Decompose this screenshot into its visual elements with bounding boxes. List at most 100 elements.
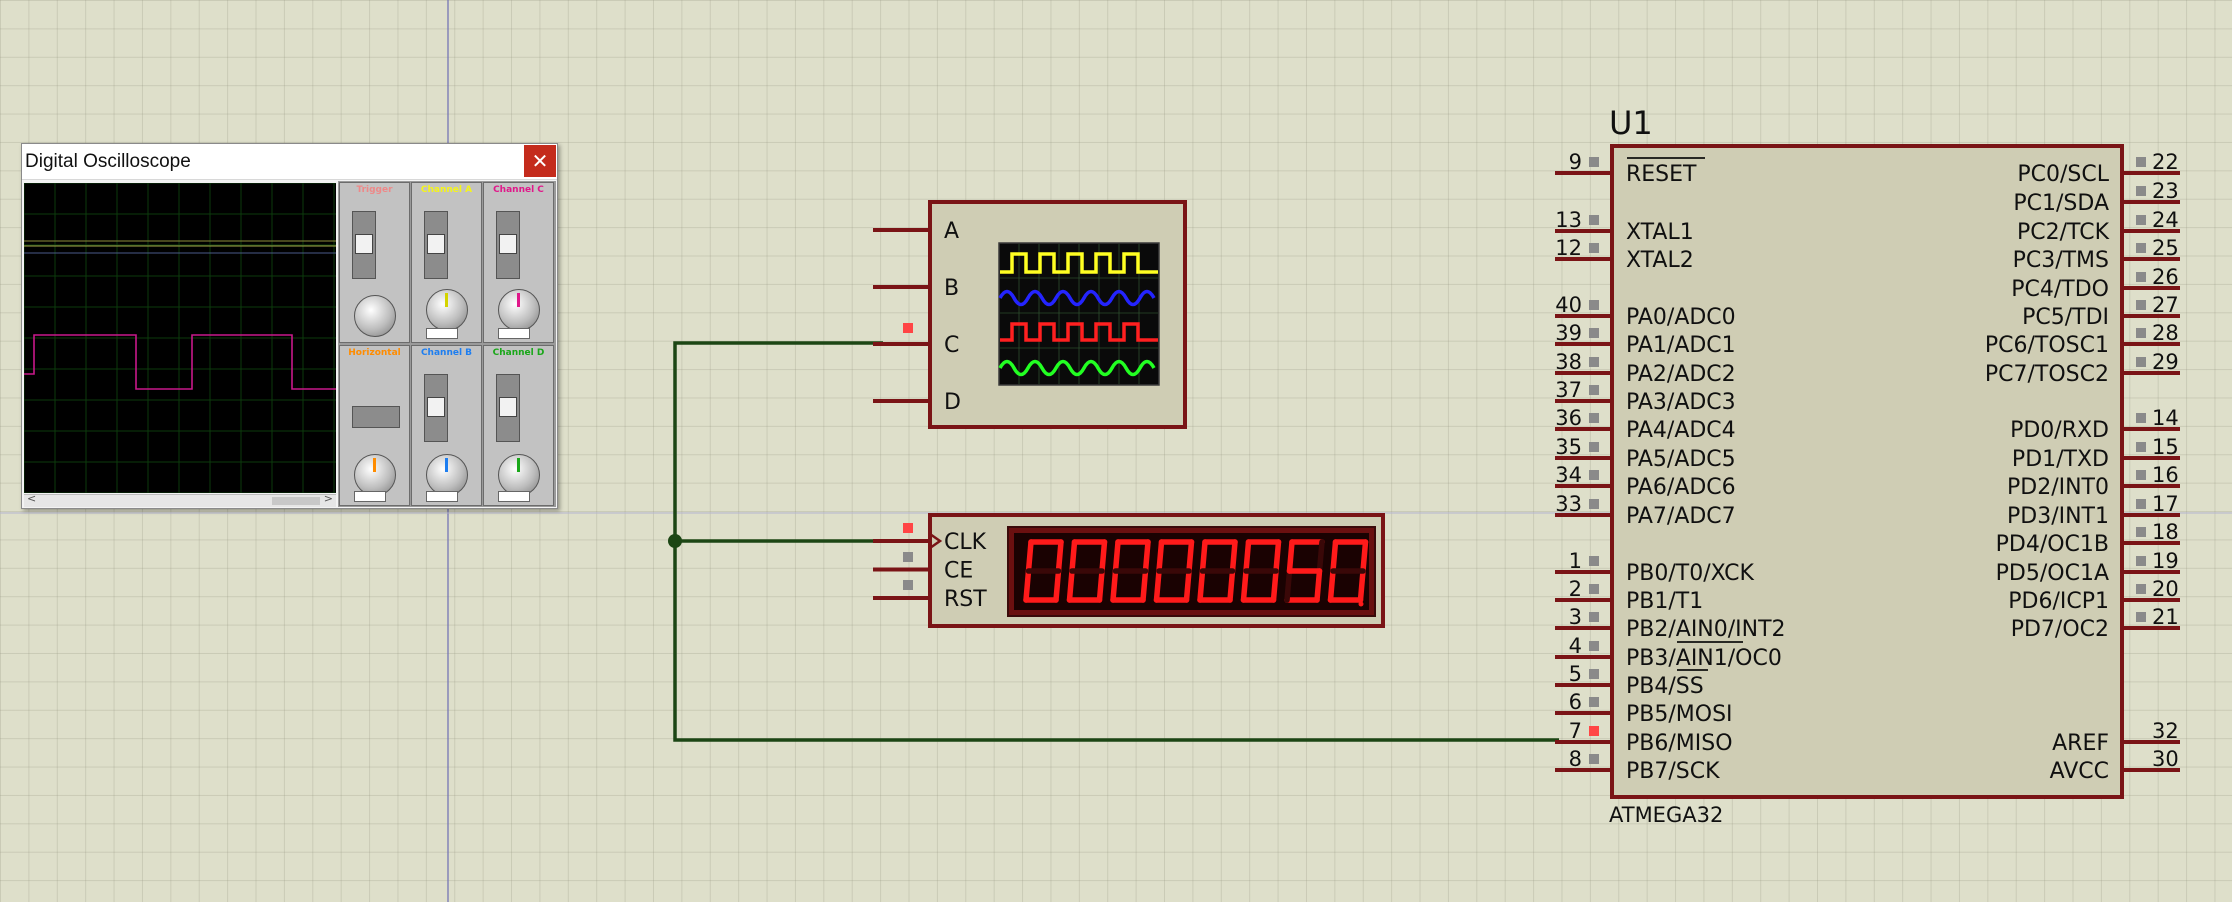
mcu-pin-state: [2136, 556, 2146, 566]
mcu-pin-number: 20: [2152, 577, 2179, 601]
mcu-pin-state: [2136, 612, 2146, 622]
segment-c: [1227, 568, 1236, 603]
mcu-pin-state: [2136, 470, 2146, 480]
channel-d-readout: [498, 491, 530, 502]
mcu-pin-label: PC3/TMS: [2013, 248, 2109, 273]
mcu-pin-state: [1589, 612, 1599, 622]
mcu-pin-state: [2136, 328, 2146, 338]
mcu-pin-label: PD5/OC1A: [1996, 561, 2109, 586]
channel-d-knob[interactable]: [498, 454, 540, 496]
mcu-pin-number: 38: [1555, 350, 1582, 374]
segment-e: [1066, 568, 1075, 603]
oscilloscope-control-panel: Trigger Channel A Channel C Horizontal C…: [338, 181, 556, 507]
scroll-right-icon[interactable]: >: [323, 492, 333, 505]
mcu-pin-state: [1589, 669, 1599, 679]
channel-a-position-slider[interactable]: [424, 211, 448, 279]
mcu-pin-state: [2136, 215, 2146, 225]
segment-f: [1069, 539, 1078, 574]
mcu-pin-label: PC2/TCK: [2017, 220, 2110, 245]
channel-a-label: Channel A: [420, 185, 473, 195]
mcu-body[interactable]: [1610, 144, 2124, 799]
mcu-pin-number: 25: [2152, 236, 2179, 260]
segment-e: [1327, 568, 1336, 603]
mcu-pin-label: PB3/AIN1/OC0: [1626, 646, 1782, 671]
horizontal-position-slider[interactable]: [352, 406, 400, 428]
segment-b: [1055, 539, 1064, 574]
mcu-pin-state: [1589, 328, 1599, 338]
mcu-pin-number: 27: [2152, 293, 2179, 317]
channel-a-readout: [426, 328, 458, 339]
channel-b-knob[interactable]: [426, 454, 468, 496]
mcu-pin-label: PA5/ADC5: [1626, 447, 1736, 472]
channel-c-knob[interactable]: [498, 289, 540, 331]
counter-pin-label: RST: [944, 587, 987, 612]
mcu-pin-label: PA7/ADC7: [1626, 504, 1736, 529]
segment-b: [1273, 539, 1282, 574]
pin-state-c: [903, 323, 913, 333]
channel-b-readout: [426, 491, 458, 502]
mcu-pin-number: 35: [1555, 435, 1582, 459]
mcu-pin-number: 21: [2152, 605, 2179, 629]
channel-b-label: Channel B: [420, 348, 473, 358]
mcu-pin-state: [2136, 300, 2146, 310]
segment-e: [1197, 568, 1206, 603]
counter-digit: [1327, 539, 1369, 603]
mcu-pin-state: [1589, 556, 1599, 566]
segment-e: [1240, 568, 1249, 603]
horizontal-label: Horizontal: [348, 348, 401, 358]
counter-digit: [1066, 539, 1108, 603]
close-button[interactable]: ✕: [524, 145, 556, 177]
mcu-pin-label: AVCC: [2050, 759, 2109, 784]
oscilloscope-scrollbar[interactable]: < >: [24, 492, 336, 507]
mcu-pin-number: 13: [1555, 208, 1582, 232]
scrollbar-thumb[interactable]: [272, 497, 320, 505]
channel-a-knob[interactable]: [426, 289, 468, 331]
channel-d-position-slider[interactable]: [496, 374, 520, 442]
mcu-pin-number: 6: [1569, 690, 1582, 714]
la-pin-label: D: [944, 390, 961, 415]
trigger-level-slider[interactable]: [352, 211, 376, 279]
segment-c: [1096, 568, 1105, 603]
mcu-pin-state: [2136, 413, 2146, 423]
mcu-pin-label: XTAL1: [1626, 220, 1694, 245]
mcu-pin-label: PB2/AIN0/INT2: [1626, 617, 1786, 642]
horizontal-knob[interactable]: [354, 454, 396, 496]
segment-c: [1183, 568, 1192, 603]
oscilloscope-screen[interactable]: [24, 183, 336, 493]
segment-c: [1357, 568, 1366, 603]
oscilloscope-titlebar[interactable]: Digital Oscilloscope ✕: [22, 144, 557, 180]
mcu-pin-number: 23: [2152, 179, 2179, 203]
mcu-part-name: ATMEGA32: [1609, 803, 1723, 827]
mcu-pin-number: 12: [1555, 236, 1582, 260]
mcu-pin-label: XTAL2: [1626, 248, 1694, 273]
trigger-knob[interactable]: [354, 295, 396, 337]
segment-e: [1153, 568, 1162, 603]
mcu-pin-label: PB4/SS: [1626, 674, 1704, 699]
segment-b: [1186, 539, 1195, 574]
counter-digit: [1023, 539, 1064, 603]
segment-b: [1142, 539, 1151, 574]
channel-c-position-slider[interactable]: [496, 211, 520, 279]
mcu-pin-state: [1589, 584, 1599, 594]
channel-b-position-slider[interactable]: [424, 374, 448, 442]
mcu-pin-number: 16: [2152, 463, 2179, 487]
mcu-pin-number: 36: [1555, 406, 1582, 430]
mcu-pin-number: 33: [1555, 492, 1582, 516]
scroll-left-icon[interactable]: <: [27, 492, 37, 505]
mcu-pin-state: [1589, 499, 1599, 509]
mcu-pin-number: 40: [1555, 293, 1582, 317]
mcu-pin-number: 15: [2152, 435, 2179, 459]
mcu-pin-state: [1589, 413, 1599, 423]
mcu-pin-number: 18: [2152, 520, 2179, 544]
mcu-pin-number: 2: [1569, 577, 1582, 601]
mcu-pin-label: PA1/ADC1: [1626, 333, 1736, 358]
mcu-pin-state: [1589, 470, 1599, 480]
mcu-pin-state: [1589, 300, 1599, 310]
mcu-pin-label: PD0/RXD: [2010, 418, 2109, 443]
oscilloscope-window[interactable]: Digital Oscilloscope ✕ < > Trigger Chann…: [21, 143, 558, 509]
